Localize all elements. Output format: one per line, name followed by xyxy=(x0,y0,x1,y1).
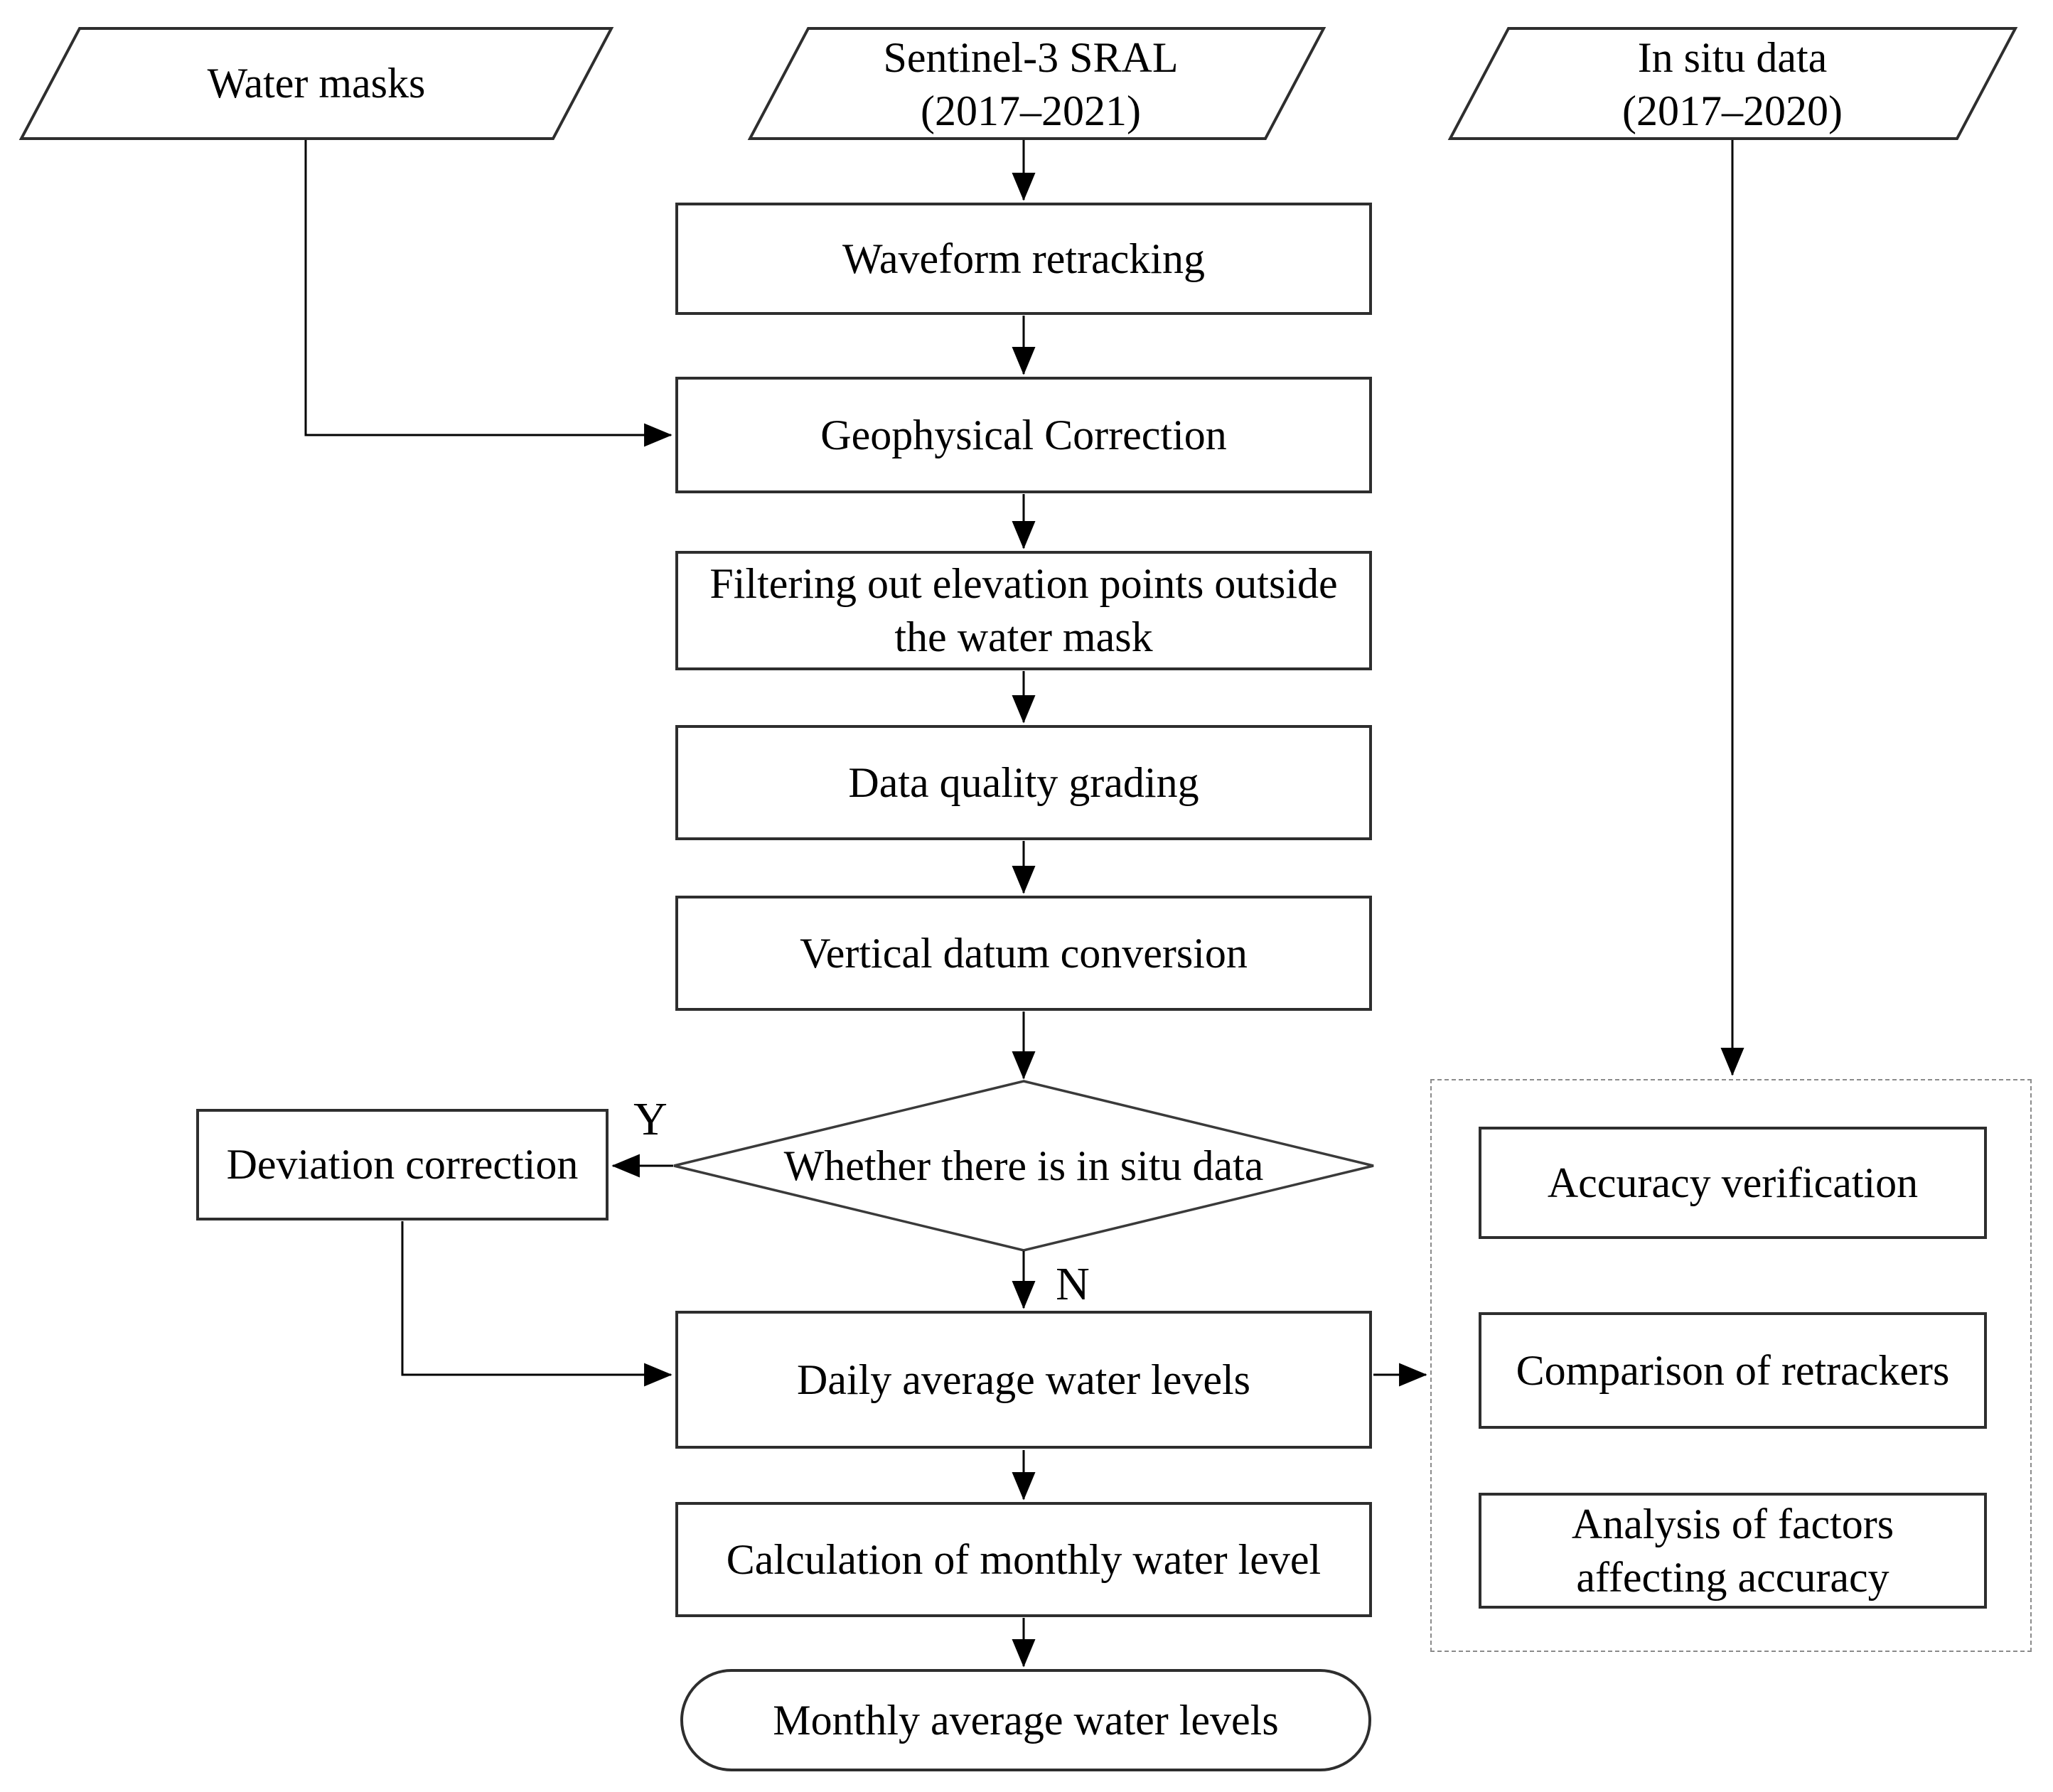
waveform-retracking-node: Waveform retracking xyxy=(675,203,1372,315)
in-situ-decision-label: Whether there is in situ data xyxy=(783,1142,1264,1189)
analysis-of-factors-label: Analysis of factors affecting accuracy xyxy=(1571,1500,1894,1601)
edge-deviation-to-daily xyxy=(401,1221,672,1387)
comparison-of-retrackers-label: Comparison of retrackers xyxy=(1516,1346,1950,1394)
sentinel3-sral-label-line2: (2017–2021) xyxy=(921,87,1141,134)
comparison-of-retrackers-node: Comparison of retrackers xyxy=(1479,1312,1987,1429)
in-situ-decision-shape xyxy=(673,1080,1374,1252)
in-situ-data-shape xyxy=(1447,27,2018,140)
in-situ-data-label-line1: In situ data xyxy=(1637,34,1828,81)
calculation-monthly-water-level-label: Calculation of monthly water level xyxy=(726,1535,1322,1583)
analysis-of-factors-node: Analysis of factors affecting accuracy xyxy=(1479,1493,1987,1609)
geophysical-correction-label: Geophysical Correction xyxy=(820,411,1227,458)
geophysical-correction-node: Geophysical Correction xyxy=(675,377,1372,493)
waveform-retracking-label: Waveform retracking xyxy=(842,235,1205,282)
data-quality-grading-label: Data quality grading xyxy=(848,758,1199,806)
daily-average-water-levels-label: Daily average water levels xyxy=(797,1356,1250,1403)
vertical-datum-conversion-label: Vertical datum conversion xyxy=(800,929,1248,977)
accuracy-verification-label: Accuracy verification xyxy=(1547,1159,1919,1206)
decision-yes-label: Y xyxy=(633,1093,668,1145)
filtering-points-label: Filtering out elevation points outside t… xyxy=(709,560,1338,660)
water-masks-node: Water masks xyxy=(53,37,579,129)
analysis-group-frame xyxy=(1430,1079,2032,1652)
monthly-average-water-levels-node: Monthly average water levels xyxy=(680,1669,1371,1771)
decision-no-label: N xyxy=(1056,1258,1090,1310)
water-masks-shape xyxy=(18,27,614,140)
filtering-points-node: Filtering out elevation points outside t… xyxy=(675,551,1372,670)
daily-average-water-levels-node: Daily average water levels xyxy=(675,1311,1372,1449)
calculation-monthly-water-level-node: Calculation of monthly water level xyxy=(675,1502,1372,1617)
monthly-average-water-levels-label: Monthly average water levels xyxy=(773,1696,1279,1744)
sentinel3-sral-node: Sentinel-3 SRAL (2017–2021) xyxy=(768,32,1294,137)
in-situ-data-node: In situ data (2017–2020) xyxy=(1469,32,1995,137)
sentinel3-sral-shape xyxy=(747,27,1326,140)
sentinel3-sral-label-line1: Sentinel-3 SRAL xyxy=(883,34,1179,81)
accuracy-verification-node: Accuracy verification xyxy=(1479,1127,1987,1239)
edge-water-masks-to-geophysical xyxy=(304,140,672,447)
water-masks-label: Water masks xyxy=(207,59,426,107)
vertical-datum-conversion-node: Vertical datum conversion xyxy=(675,896,1372,1011)
in-situ-decision-node: Whether there is in situ data xyxy=(704,1136,1344,1196)
in-situ-data-label-line2: (2017–2020) xyxy=(1622,87,1843,134)
deviation-correction-node: Deviation correction xyxy=(196,1109,609,1220)
data-quality-grading-node: Data quality grading xyxy=(675,725,1372,840)
deviation-correction-label: Deviation correction xyxy=(226,1141,579,1188)
